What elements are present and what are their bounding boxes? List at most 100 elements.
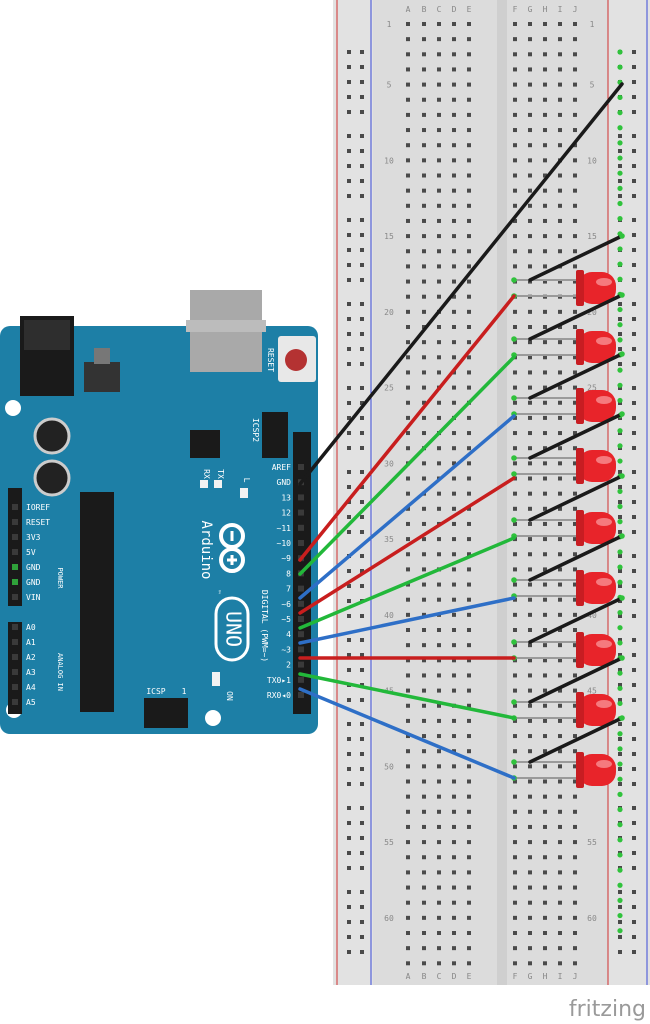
led-ground-wire[interactable] [528, 534, 624, 582]
breadboard-hole [573, 749, 577, 754]
breadboard-hole [543, 309, 547, 314]
wire-pin1-blue[interactable] [298, 687, 516, 780]
breadboard-hole [558, 52, 562, 57]
wire-pin2-green[interactable] [298, 672, 516, 720]
breadboard-hole [573, 537, 577, 542]
breadboard-hole [422, 37, 426, 42]
led-ground-wire[interactable] [528, 716, 624, 764]
breadboard-hole [573, 900, 577, 905]
breadboard-hole [437, 643, 441, 648]
breadboard-hole [528, 552, 532, 557]
rail-hole [632, 233, 636, 237]
wire-pin6-red[interactable] [298, 476, 516, 615]
breadboard-hole [543, 915, 547, 920]
led [511, 292, 625, 365]
rail-hole [360, 263, 364, 267]
breadboard-hole [406, 67, 410, 72]
breadboard-hole [422, 582, 426, 587]
breadboard-hole [422, 931, 426, 935]
wire-pin9-red[interactable] [298, 294, 516, 562]
rail-hole [347, 446, 351, 450]
breadboard-hole [513, 809, 517, 814]
led-ground-wire[interactable] [528, 352, 624, 400]
on-led [212, 672, 220, 686]
breadboard-hole [528, 203, 532, 208]
breadboard-hole [528, 355, 532, 360]
connected-rail-hole [617, 806, 623, 813]
led-ground-wire[interactable] [528, 474, 624, 522]
trademark-symbol: ™ [214, 590, 221, 594]
breadboard-hole [528, 521, 532, 526]
rail-hole [632, 584, 636, 588]
breadboard-hole [467, 612, 471, 617]
breadboard-hole [422, 643, 426, 648]
led-ground-wire[interactable] [528, 412, 624, 460]
breadboard-hole [543, 112, 547, 117]
breadboard-hole [573, 128, 577, 133]
breadboard-hole [406, 688, 410, 693]
connected-rail-hole [617, 897, 623, 904]
wire-pin7-blue[interactable] [298, 414, 516, 600]
breadboard-hole [452, 294, 456, 299]
rail-hole [618, 683, 622, 687]
breadboard-hole [406, 22, 410, 26]
breadboard-hole [467, 855, 471, 860]
breadboard-hole [573, 961, 577, 966]
breadboard-hole [513, 961, 517, 966]
breadboard-hole [528, 824, 532, 829]
breadboard-hole [513, 840, 517, 845]
breadboard-hole [452, 446, 456, 451]
breadboard-hole [467, 537, 471, 542]
breadboard-hole [528, 461, 532, 466]
column-label: I [558, 972, 563, 981]
column-label: A [406, 5, 411, 14]
breadboard-hole [422, 688, 426, 693]
breadboard-hole [558, 658, 562, 663]
rail-hole [618, 554, 622, 558]
connected-rail-hole [617, 503, 623, 510]
header-pin [298, 494, 304, 501]
connected-hole [511, 277, 517, 283]
reset-button[interactable] [285, 349, 307, 371]
breadboard-hole [528, 870, 532, 875]
breadboard-hole [543, 824, 547, 829]
rail-hole [632, 194, 636, 198]
breadboard-hole [422, 900, 426, 905]
column-label: A [406, 972, 411, 981]
breadboard-hole [452, 400, 456, 405]
led-ground-wire[interactable] [528, 293, 624, 341]
rail-hole [618, 698, 622, 702]
breadboard-hole [543, 491, 547, 496]
led-ground-wire[interactable] [528, 656, 624, 704]
rail-hole [360, 110, 364, 114]
rail-hole [360, 317, 364, 321]
rail-hole [632, 806, 636, 810]
wire-gnd-black[interactable] [298, 82, 624, 486]
connected-rail-hole [617, 200, 623, 207]
row-label: 45 [587, 687, 597, 696]
power-pin-label: RESET [26, 518, 50, 527]
breadboard-hole [467, 355, 471, 360]
breadboard-hole [528, 734, 532, 739]
led [511, 655, 625, 728]
rail-hole [632, 248, 636, 252]
breadboard-hole [452, 325, 456, 329]
rail-hole [632, 821, 636, 825]
led-ground-wire[interactable] [528, 596, 624, 644]
wire-pin4-blue[interactable] [298, 596, 516, 645]
breadboard-hole [467, 218, 471, 223]
breadboard-hole [406, 431, 410, 436]
wire-pin5-green[interactable] [298, 536, 516, 630]
connected-rail-hole [617, 458, 623, 464]
row-label: 15 [587, 232, 597, 241]
breadboard-hole [543, 340, 547, 345]
led-ground-wire[interactable] [528, 234, 624, 282]
breadboard-hole [558, 415, 562, 420]
breadboard-hole [573, 112, 577, 117]
breadboard-hole [422, 203, 426, 208]
led-rim [576, 388, 584, 424]
breadboard-hole [528, 779, 532, 784]
wire-pin8-green[interactable] [298, 355, 516, 576]
rail-hole [618, 149, 622, 153]
